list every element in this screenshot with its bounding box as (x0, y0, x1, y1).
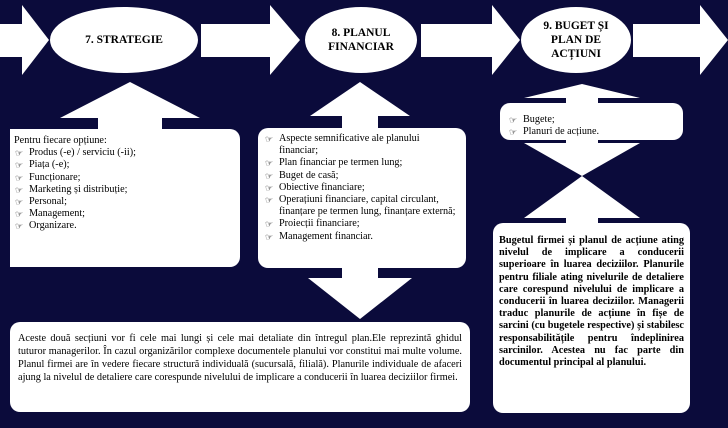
oval-strategie (50, 7, 198, 73)
pointing-hand-icon: ☞ (265, 219, 274, 230)
list-item-text: Buget de casă; (279, 169, 339, 181)
pointing-hand-icon: ☞ (265, 158, 274, 169)
step-label-strategie: 7. STRATEGIE (85, 34, 163, 46)
financial-box: ☞ Aspecte semnificative ale planului fina… (258, 128, 466, 268)
pointing-hand-icon: ☞ (265, 182, 274, 193)
double-arrow-4 (524, 176, 640, 223)
list-item-text: Management; (29, 208, 86, 220)
list-item: ☞ Marketing și distribuție; (14, 184, 236, 196)
pointing-hand-icon: ☞ (15, 209, 24, 220)
pointing-hand-icon: ☞ (15, 160, 24, 171)
double-arrow-1 (60, 82, 200, 131)
pointing-hand-icon: ☞ (15, 221, 24, 232)
pointing-hand-icon: ☞ (265, 134, 274, 144)
pointing-hand-icon: ☞ (265, 170, 274, 181)
list-item: ☞ Management financiar. (264, 231, 460, 243)
list-item: ☞ Piața (-e); (14, 159, 236, 171)
list-item: ☞ Management; (14, 208, 236, 220)
strategy-box: Pentru fiecare opțiune: ☞ Produs (-e) / s… (10, 129, 240, 267)
list-item-text: Planuri de acțiune. (523, 126, 600, 138)
arrow-right-2 (201, 5, 300, 75)
list-item-text: Operațiuni financiare, capital circulant… (279, 194, 456, 218)
list-item: ☞ Aspecte semnificative ale planului fina… (264, 133, 460, 157)
arrow-right-4 (633, 5, 728, 75)
list-item-text: Proiecții financiare; (279, 218, 360, 230)
strategy-list: ☞ Produs (-e) / serviciu (-ii); ☞ Piața (-… (14, 147, 236, 232)
list-item-text: Aspecte semnificative ale planului finan… (279, 133, 420, 157)
list-item: ☞ Bugete; (508, 114, 677, 126)
pointing-hand-icon: ☞ (265, 231, 274, 242)
list-item-text: Plan financiar pe termen lung; (279, 157, 403, 169)
budget-box: ☞ Bugete; ☞ Planuri de acțiune. (500, 103, 683, 140)
list-item-text: Obiective financiare; (279, 181, 365, 193)
list-item: ☞ Operațiuni financiare, capital circulan… (264, 194, 460, 218)
list-item-text: Personal; (29, 196, 67, 208)
budget-note: Bugetul firmei și planul de acțiune atin… (493, 223, 690, 413)
summary-note: Aceste două secțiuni vor fi cele mai lun… (10, 322, 470, 412)
list-item-text: Organizare. (29, 220, 77, 232)
list-item: ☞ Personal; (14, 196, 236, 208)
pointing-hand-icon: ☞ (509, 115, 518, 125)
financial-list: ☞ Aspecte semnificative ale planului fina… (264, 133, 460, 243)
budget-list: ☞ Bugete; ☞ Planuri de acțiune. (508, 114, 677, 138)
list-item-text: Marketing și distribuție; (29, 183, 128, 195)
list-item: ☞ Plan financiar pe termen lung; (264, 157, 460, 169)
double-arrow-3 (524, 84, 640, 103)
arrow-right-1 (0, 5, 49, 75)
list-item: ☞ Produs (-e) / serviciu (-ii); (14, 147, 236, 159)
list-item-text: Management financiar. (279, 230, 373, 242)
step-label-buget: 9. BUGET ȘI PLAN DE ACȚIUNI (543, 20, 609, 60)
list-item-text: Bugete; (523, 114, 555, 125)
pointing-hand-icon: ☞ (15, 172, 24, 183)
list-item: ☞ Obiective financiare; (264, 182, 460, 194)
pointing-hand-icon: ☞ (15, 197, 24, 208)
list-item: ☞ Organizare. (14, 220, 236, 232)
list-item: ☞ Buget de casă; (264, 170, 460, 182)
step-label-planul-financiar: 8. PLANUL FINANCIAR (328, 27, 394, 53)
list-item-text: Piața (-e); (29, 159, 70, 171)
list-item: ☞ Funcționare; (14, 172, 236, 184)
list-item: ☞ Planuri de acțiune. (508, 126, 677, 138)
list-item-text: Funcționare; (29, 171, 81, 183)
arrow-right-3 (421, 5, 520, 75)
double-arrow-3-down (524, 140, 640, 176)
list-item: ☞ Proiecții financiare; (264, 218, 460, 230)
double-arrow-2 (310, 82, 410, 128)
oval-planul-financiar (305, 7, 417, 73)
pointing-hand-icon: ☞ (509, 127, 518, 138)
list-item-text: Produs (-e) / serviciu (-ii); (29, 147, 136, 159)
double-arrow-2-down (308, 266, 412, 319)
strategy-intro: Pentru fiecare opțiune: (14, 135, 107, 146)
pointing-hand-icon: ☞ (265, 195, 274, 206)
pointing-hand-icon: ☞ (15, 184, 24, 195)
pointing-hand-icon: ☞ (15, 148, 24, 159)
oval-buget (521, 7, 631, 73)
